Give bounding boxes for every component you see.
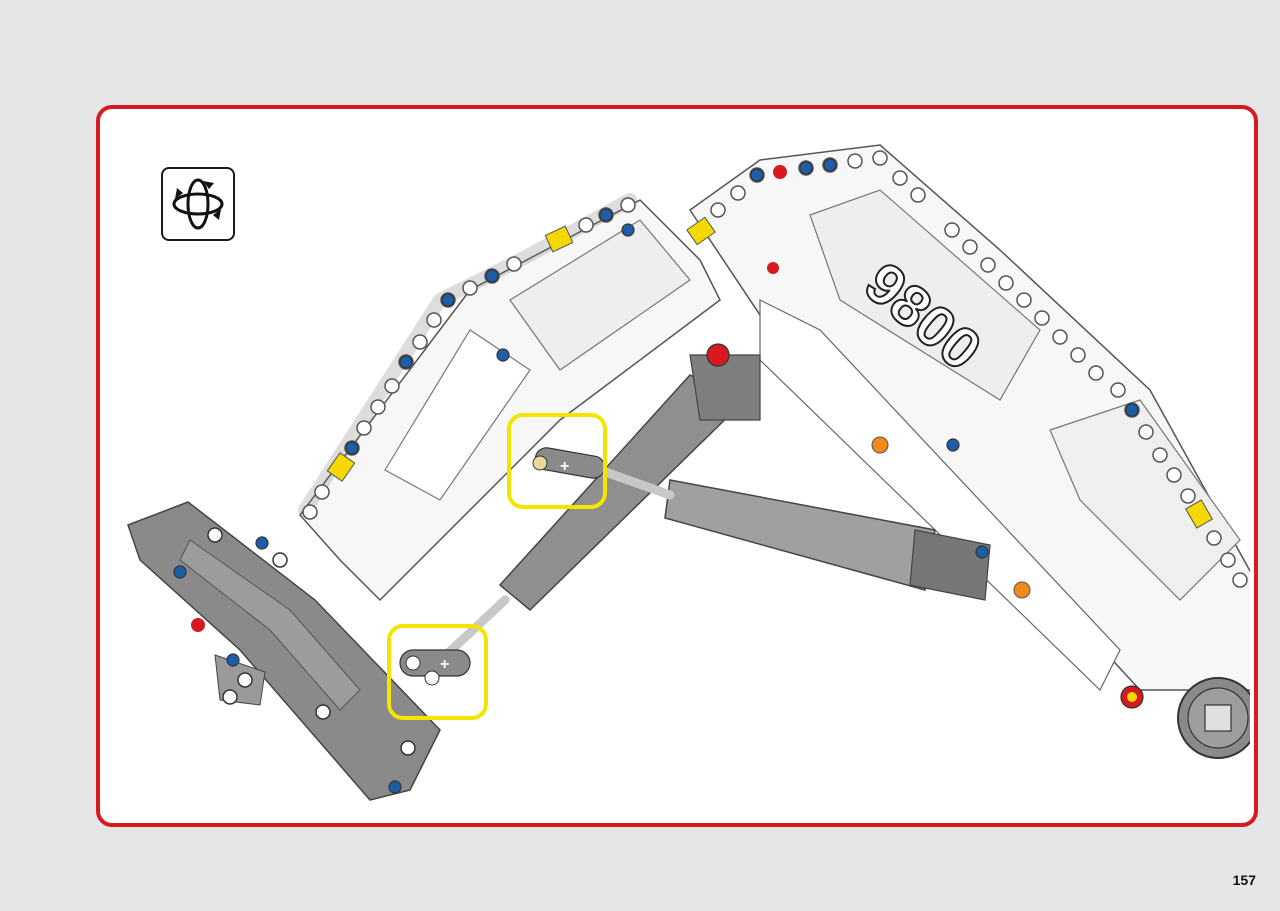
red-axle-connector bbox=[706, 343, 730, 367]
highlight-callout-lower bbox=[387, 624, 488, 720]
connector-upper: + bbox=[532, 447, 606, 479]
page-number: 157 bbox=[1232, 872, 1256, 888]
svg-text:+: + bbox=[440, 656, 449, 673]
connector-lower: + bbox=[399, 649, 471, 686]
highlight-callout-upper bbox=[507, 413, 607, 509]
rotate-model-icon bbox=[161, 167, 235, 241]
svg-text:+: + bbox=[560, 458, 569, 475]
boom-plate bbox=[809, 189, 1041, 401]
beam-holes-right bbox=[710, 150, 1248, 588]
linear-actuator-upper bbox=[425, 354, 761, 675]
linear-actuator-lower bbox=[595, 465, 991, 601]
right-beam-assembly bbox=[688, 144, 1250, 691]
